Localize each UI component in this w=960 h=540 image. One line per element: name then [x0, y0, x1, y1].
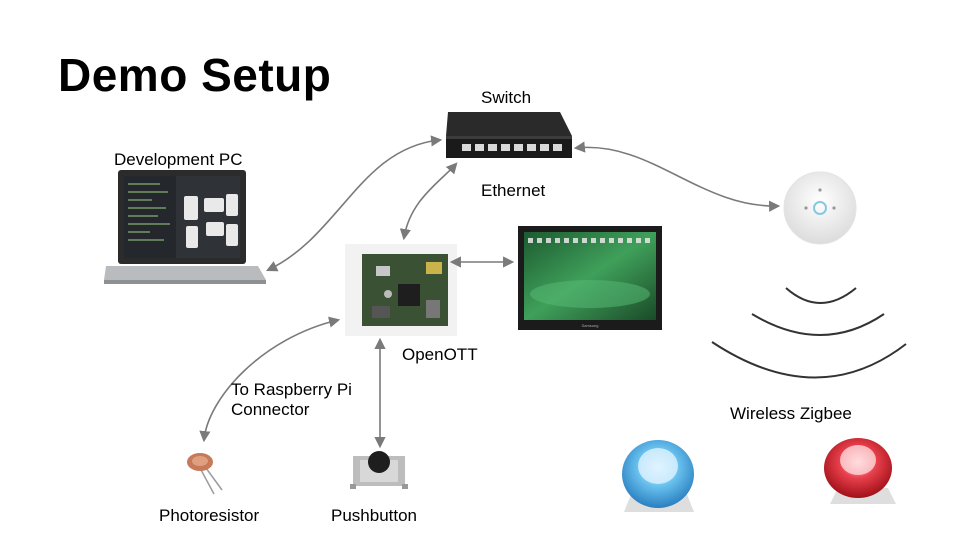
wireless-zigbee-label: Wireless Zigbee: [730, 404, 852, 423]
pushbutton-device: [350, 451, 408, 489]
monitor-device: Samsung: [518, 226, 662, 330]
connector-label-line2: Connector: [231, 400, 310, 419]
arrow-board-photoresistor: [199, 316, 341, 443]
openott-label: OpenOTT: [402, 345, 478, 364]
ethernet-label: Ethernet: [481, 181, 546, 200]
development-pc-label: Development PC: [114, 150, 243, 169]
photoresistor-label: Photoresistor: [159, 506, 260, 525]
blue-lamp: [622, 440, 694, 512]
monitor-brand: Samsung: [582, 323, 599, 328]
connector-label-line1: To Raspberry Pi: [231, 380, 352, 399]
laptop-device: [104, 170, 266, 284]
arrow-laptop-switch: [265, 135, 443, 272]
photoresistor-device: [187, 453, 223, 495]
arrow-switch-hub: [573, 141, 781, 212]
zigbee-hub: [783, 171, 857, 245]
switch-label: Switch: [481, 88, 532, 107]
openott-board: [345, 244, 457, 336]
wireless-waves-icon: [711, 287, 907, 379]
slide-title: Demo Setup: [58, 49, 332, 101]
arrow-board-switch: [399, 162, 458, 241]
pushbutton-label: Pushbutton: [331, 506, 418, 525]
red-lamp: [824, 438, 896, 504]
switch-device: [446, 112, 572, 158]
